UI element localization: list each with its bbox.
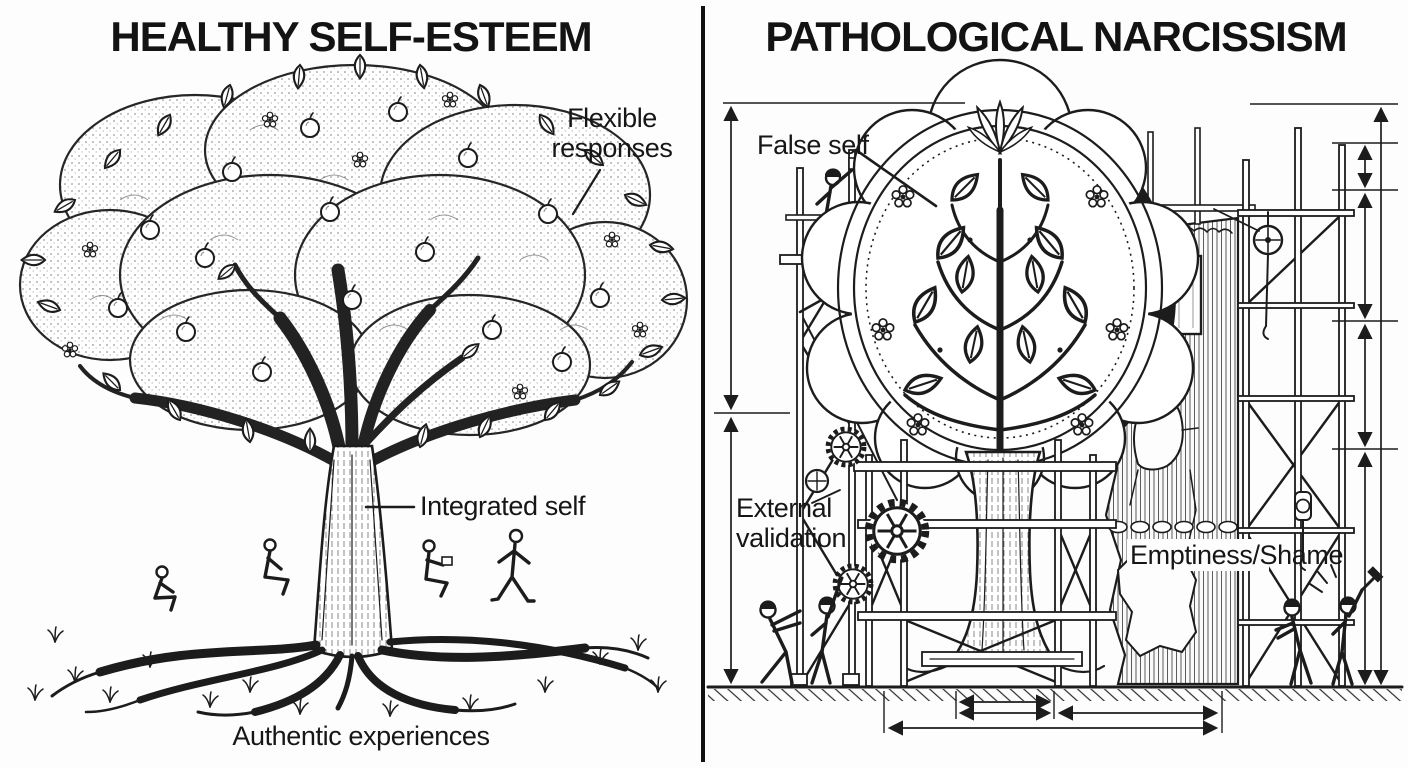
- person-sitting-reading: [422, 539, 453, 598]
- person-sitting-left: [153, 565, 177, 612]
- worker-pushing-right: [1274, 598, 1313, 686]
- people-figures: [153, 528, 536, 612]
- worker-hammering: [1309, 564, 1384, 686]
- false-self-label: False self: [757, 130, 869, 160]
- ground: [706, 685, 1404, 701]
- dimension-lines: [714, 102, 1398, 736]
- false-self-leader: [854, 148, 938, 208]
- worker-reaching-up: [810, 576, 844, 685]
- pulley-icon: [1213, 208, 1284, 340]
- carved-tree-ornament: [871, 101, 1129, 456]
- person-walking: [490, 528, 536, 603]
- flexible-responses-leader: [571, 168, 602, 216]
- narcissism-structure-illustration: [706, 58, 1404, 736]
- worker-pushing-left: [759, 600, 802, 685]
- external-validation-label: External validation: [736, 493, 847, 554]
- false-self-facade: [800, 58, 1200, 674]
- gear-icon: [828, 429, 864, 465]
- tree-roots: [50, 635, 660, 717]
- authentic-experiences-label: Authentic experiences: [232, 721, 490, 751]
- left-leader-lines: [364, 168, 602, 509]
- flexible-responses-label: Flexible responses: [551, 103, 673, 164]
- emptiness-shame-label: Emptiness/Shame: [1127, 539, 1344, 572]
- scaffold-centre: [853, 439, 1117, 687]
- right-leader-lines: [811, 148, 938, 504]
- impact-rays: [1309, 564, 1337, 593]
- scaffold-right-tower: [1213, 127, 1355, 687]
- pulley-wheel-icon: [804, 468, 830, 494]
- stone-course: [1108, 520, 1238, 534]
- right-panel-title: PATHOLOGICAL NARCISSISM: [765, 13, 1347, 60]
- gears: [804, 429, 926, 602]
- healthy-tree-illustration: [18, 53, 689, 717]
- worker-on-platform: [815, 157, 856, 254]
- tree-branches: [78, 255, 634, 468]
- pulley-block-icon: [1294, 491, 1312, 571]
- panel-divider: [701, 6, 705, 762]
- left-panel-title: HEALTHY SELF-ESTEEM: [110, 13, 592, 60]
- integrated-self-label: Integrated self: [420, 491, 586, 521]
- worker-figures: [759, 564, 1384, 686]
- person-sitting-by-trunk: [263, 538, 290, 596]
- tree-trunk: [312, 444, 394, 659]
- external-validation-leader: [811, 489, 841, 504]
